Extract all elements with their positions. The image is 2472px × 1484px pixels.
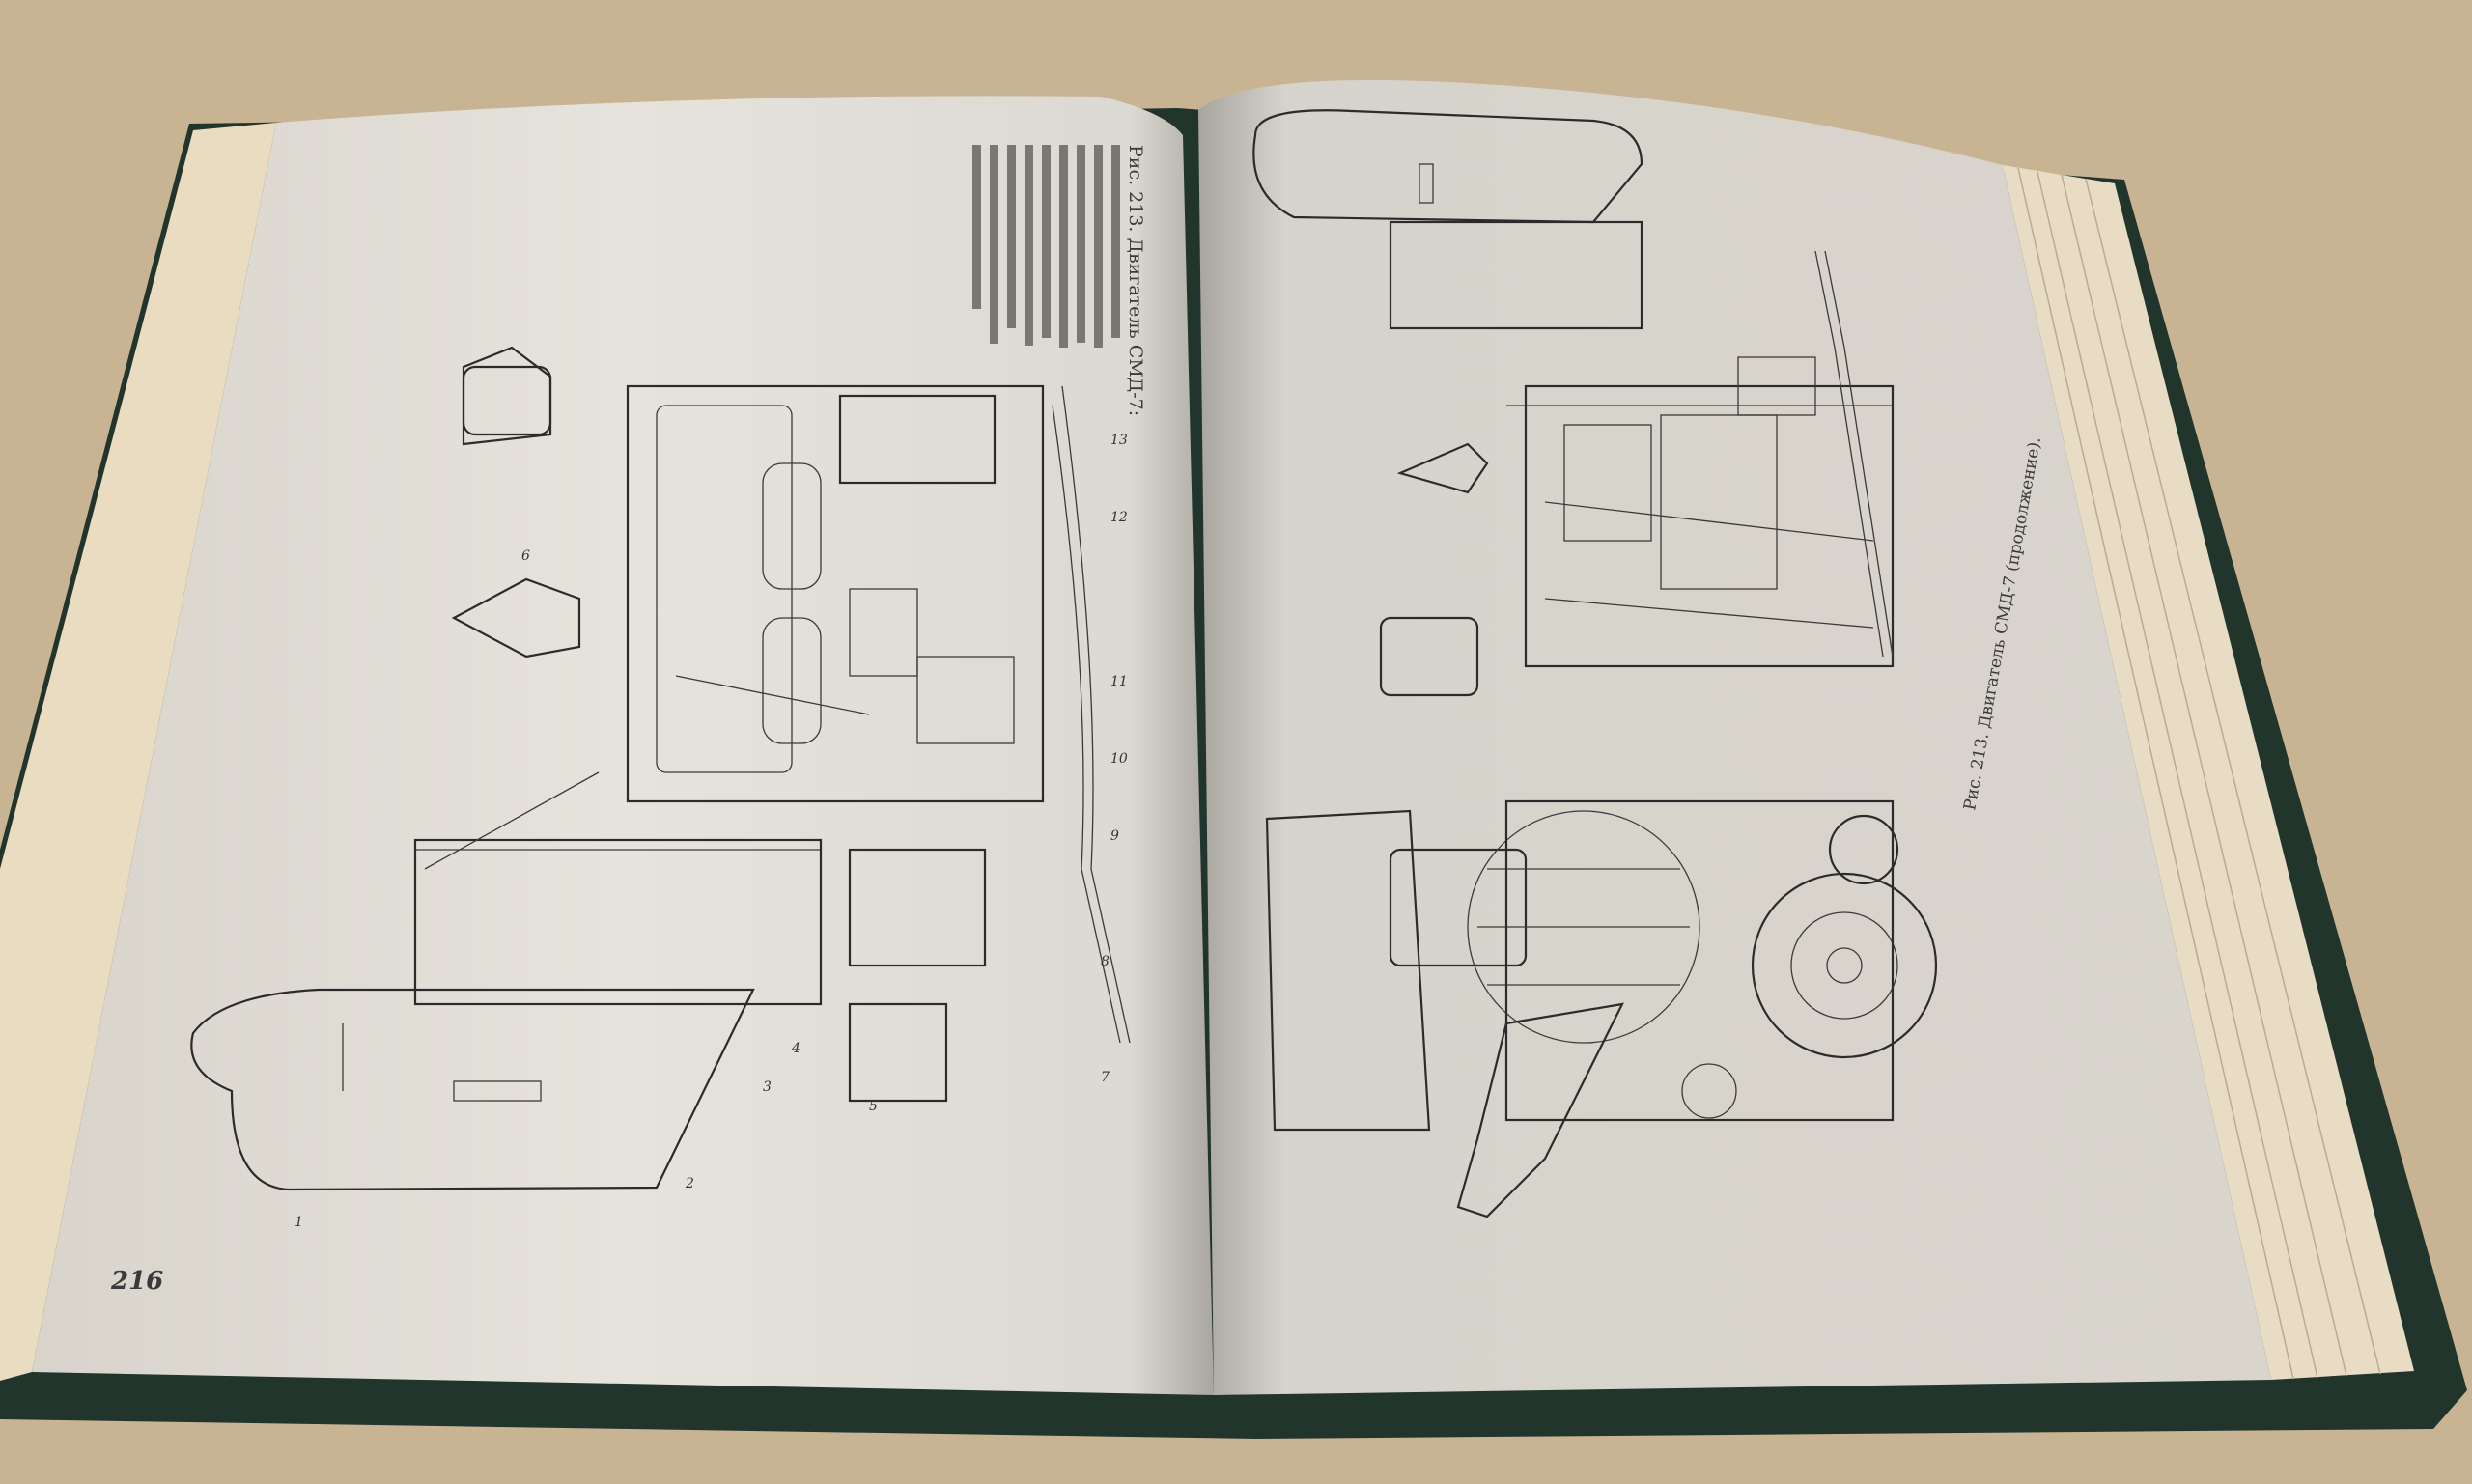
engine-drawing-right-bottom: [1265, 799, 1938, 1218]
right-page: [1198, 79, 2271, 1395]
engine-drawing-right-top: [1252, 109, 1895, 697]
page-number: 216: [110, 1267, 163, 1296]
callout: 9: [1110, 828, 1119, 844]
left-caption-block: Рис. 213. Двигатель СМД-7:: [972, 145, 1146, 416]
callout: 2: [685, 1176, 694, 1191]
left-page: [32, 96, 1214, 1395]
callout: 8: [1101, 954, 1110, 969]
left-page-edges: [0, 123, 276, 1381]
callout: 3: [763, 1079, 772, 1095]
callout: 13: [1110, 433, 1128, 448]
left-caption: Рис. 213. Двигатель СМД-7:: [1125, 145, 1146, 416]
right-page-edges: [2003, 165, 2414, 1380]
callout: 11: [1110, 674, 1128, 689]
callout: 5: [869, 1099, 878, 1114]
callout: 4: [791, 1041, 801, 1056]
callout: 10: [1110, 751, 1128, 767]
callout: 6: [521, 548, 530, 564]
callout: 1: [295, 1215, 303, 1230]
callout: 12: [1110, 510, 1128, 525]
callout: 7: [1101, 1070, 1110, 1085]
engine-drawing-left: 1 2 3 4 5 6 7 8 9 10 11 12 13: [190, 346, 1131, 1230]
